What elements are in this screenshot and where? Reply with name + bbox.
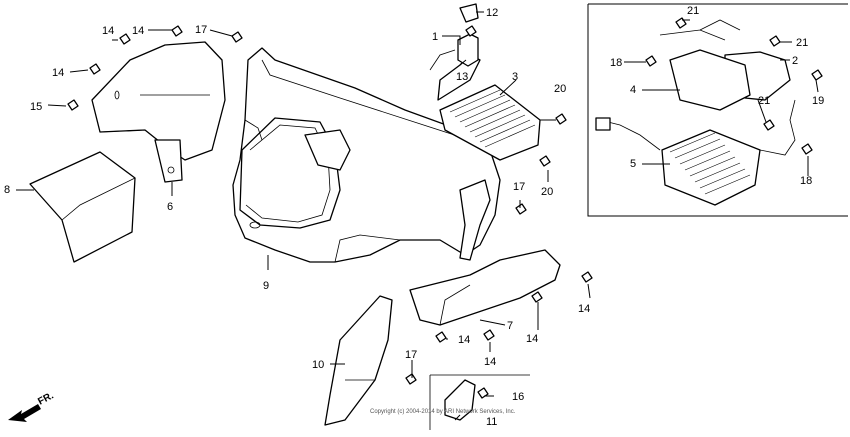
callout-21b: 21 (796, 37, 808, 49)
callout-8: 8 (4, 184, 10, 196)
callout-15: 15 (30, 101, 42, 113)
callout-11: 11 (486, 416, 497, 428)
callout-14g: 14 (578, 303, 590, 315)
callout-13: 13 (456, 71, 468, 83)
plate-part-2 (659, 19, 791, 111)
callout-14b: 14 (102, 25, 114, 37)
bracket-part-11 (429, 374, 530, 430)
cover-part-6 (91, 41, 226, 183)
callout-17b: 17 (513, 181, 525, 193)
callout-14f: 14 (526, 333, 538, 345)
callout-20b: 20 (541, 186, 553, 198)
callout-14e: 14 (484, 356, 496, 368)
callout-1: 1 (432, 31, 438, 43)
front-direction-label: FR. (36, 390, 56, 407)
callout-21a: 21 (687, 5, 699, 17)
callout-16: 16 (512, 391, 524, 403)
callout-14c: 14 (52, 67, 64, 79)
callout-3: 3 (512, 71, 518, 83)
housing-part-9 (232, 47, 501, 263)
panel-part-8 (29, 151, 136, 263)
callout-18b: 18 (800, 175, 812, 187)
callout-18a: 18 (610, 57, 622, 69)
callout-7: 7 (507, 320, 513, 332)
callout-14a: 14 (132, 25, 144, 37)
callout-9: 9 (263, 280, 269, 292)
callout-21c: 21 (758, 95, 770, 107)
callout-6: 6 (167, 201, 173, 213)
copyright-watermark: Copyright (c) 2004-2014 by ARI Network S… (370, 409, 516, 415)
callout-4: 4 (630, 84, 636, 96)
bracket-part-1 (457, 3, 479, 67)
leader-lines (16, 11, 819, 421)
callout-17c: 17 (405, 349, 417, 361)
callout-5: 5 (630, 158, 636, 170)
fastener-icons (67, 17, 823, 399)
callout-20a: 20 (554, 83, 566, 95)
callout-14d: 14 (458, 334, 470, 346)
callout-12: 12 (486, 7, 498, 19)
callout-19: 19 (812, 95, 824, 107)
front-direction-icon: FR. (8, 390, 56, 422)
inset-frame (587, 3, 848, 217)
regulator-part-5 (595, 99, 796, 206)
callout-2: 2 (792, 55, 798, 67)
cover-part-7 (409, 249, 561, 326)
bracket-part-10 (324, 295, 393, 426)
callout-10: 10 (312, 359, 324, 371)
callout-17a: 17 (195, 24, 207, 36)
